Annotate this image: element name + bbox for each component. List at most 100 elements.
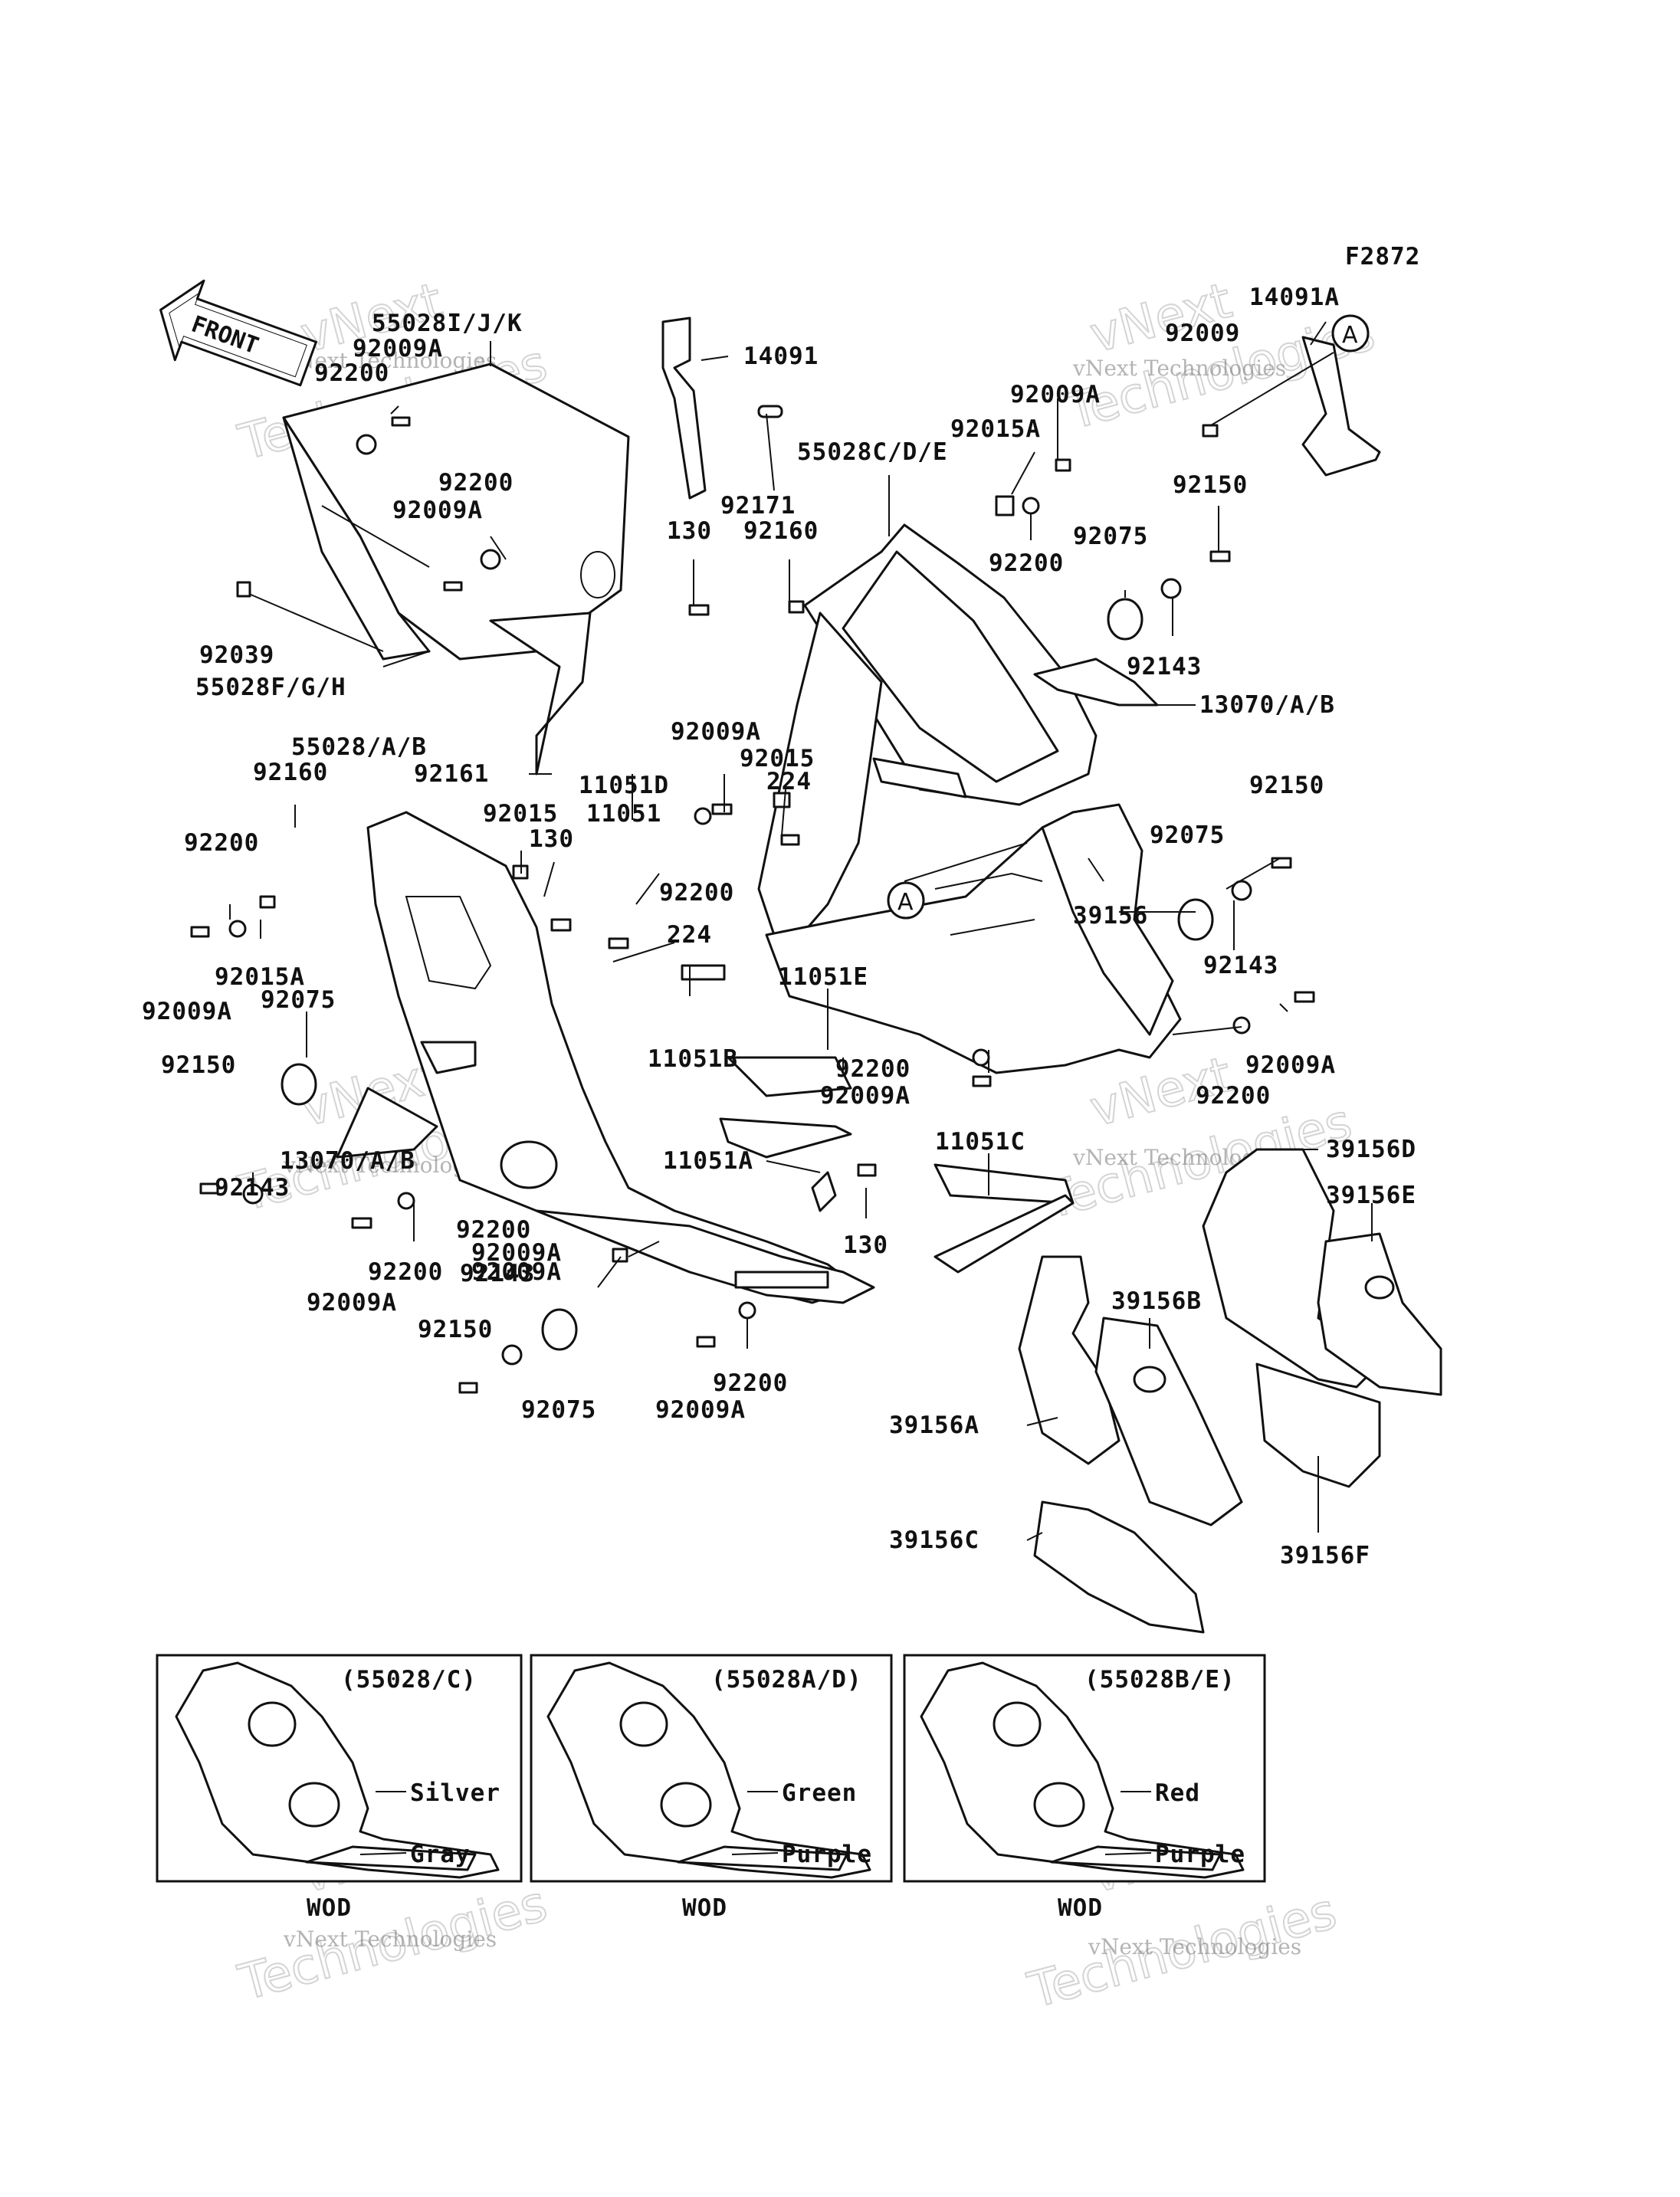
part-number: 92009A [1245,1051,1336,1079]
color-lower: Purple [1155,1841,1245,1868]
part-number: 92009A [142,998,232,1025]
inset-55028-c: (55028/C) Silver Gray WOD [156,1654,523,1922]
part-number: 92200 [314,359,389,387]
part-number: 39156D [1326,1136,1416,1163]
bracket-14091 [661,316,783,500]
ref-marker-label: A [1342,322,1358,349]
part-number: 92009A [471,1239,562,1267]
part-number: 92150 [1173,471,1248,499]
part-number: 224 [667,921,712,949]
figure-id: F2872 [1345,243,1420,271]
part-number: 92009 [1165,320,1240,347]
part-number: 55028F/G/H [195,674,346,701]
part-number: 11051A [663,1147,753,1175]
part-number: 92161 [414,760,489,788]
part-number: 92075 [1150,821,1225,849]
part-number: 11051B [648,1045,738,1073]
part-number: 92200 [713,1369,788,1397]
inner-panels [1018,1148,1442,1634]
part-number: 13070/A/B [1199,691,1335,719]
color-lower: Purple [782,1841,872,1868]
watermark: vNext Technologies [283,348,497,373]
brackets-11051 [681,964,1075,1274]
part-number: 11051E [778,963,868,991]
part-number: 92009A [671,718,761,746]
part-number: 92009A [392,497,483,524]
part-number: 39156F [1280,1542,1370,1569]
inset-caption: WOD [1058,1894,1103,1922]
part-number: 92150 [418,1316,493,1343]
belly-pan [535,1209,875,1304]
bracket-14091A [1301,336,1381,477]
part-number: 92160 [253,759,328,786]
inset-caption: WOD [307,1894,352,1922]
upper-cowl [282,362,630,776]
part-number: 92200 [184,829,259,857]
part-number: 92009A [353,335,443,362]
part-number: 92015A [215,963,305,991]
color-upper: Green [782,1779,857,1807]
part-number: 224 [766,768,812,795]
part-number: 92039 [199,641,274,669]
inset-code: (55028A/D) [711,1666,862,1694]
watermark: vNext Technologies [1072,356,1286,381]
part-number: 92015A [950,415,1041,443]
part-number: 92075 [521,1396,596,1424]
part-number: 92015 [483,800,558,828]
part-number: 92171 [720,492,796,520]
inset-55028a-d: (55028A/D) Green Purple WOD [530,1654,893,1922]
hardware-icons [190,416,1315,1394]
watermark: vNext Technologies [1088,1934,1301,1959]
part-number: 39156 [1073,902,1148,930]
part-number: 39156E [1326,1182,1416,1209]
inset-55028b-e: (55028B/E) Red Purple WOD [903,1654,1266,1922]
part-number: 55028C/D/E [797,438,948,466]
part-number: 92200 [659,879,734,907]
inset-variants: (55028/C) Silver Gray WOD (55028A/D) Gre… [156,1654,1266,1922]
front-arrow-icon: FRONT [159,279,317,387]
part-number: 55028I/J/K [372,310,523,337]
color-upper: Silver [410,1779,500,1807]
part-number: 130 [529,825,574,853]
part-number: 55028/A/B [291,733,427,761]
part-number: 92200 [438,469,514,497]
part-number: 39156A [889,1412,979,1439]
part-number: 92200 [835,1055,911,1083]
part-number: 92075 [261,986,336,1014]
inset-code: (55028/C) [341,1666,477,1694]
part-number: 11051C [935,1128,1025,1156]
part-number: 92160 [743,517,819,545]
part-number: 92200 [456,1216,531,1244]
main-cowl [757,523,1182,1074]
part-number: 14091 [743,343,819,370]
part-number: 92143 [1127,653,1202,680]
part-number: 92075 [1073,523,1148,550]
part-number: 92200 [368,1258,443,1286]
part-number: 92015 [740,745,815,772]
part-number: 39156C [889,1526,979,1554]
part-number: 92143 [215,1174,290,1202]
watermark: vNext Technologies [283,1926,497,1952]
ref-marker-label: A [897,889,914,916]
ref-marker-a: A A [887,314,1370,920]
part-number: 92200 [1196,1082,1271,1110]
part-number: 92150 [161,1051,236,1079]
part-number: 14091A [1249,284,1340,311]
color-upper: Red [1155,1779,1200,1807]
callout-labels: 55028I/J/K 92009A 92200 92200 92009A 920… [142,284,1416,1569]
part-number: 39156B [1111,1287,1202,1315]
part-number: 92009A [820,1082,911,1110]
part-number: 130 [667,517,712,545]
part-number: 92009A [307,1289,397,1317]
inset-caption: WOD [682,1894,727,1922]
part-number: 13070/A/B [280,1147,415,1175]
part-number: 92200 [989,549,1064,577]
part-number: 92143 [1203,952,1278,979]
color-lower: Gray [410,1841,471,1868]
part-number: 130 [843,1231,888,1259]
part-number: 11051 [586,800,661,828]
part-number: 92009A [471,1258,562,1286]
part-number: 92143 [460,1260,535,1287]
part-number: 92150 [1249,772,1324,799]
